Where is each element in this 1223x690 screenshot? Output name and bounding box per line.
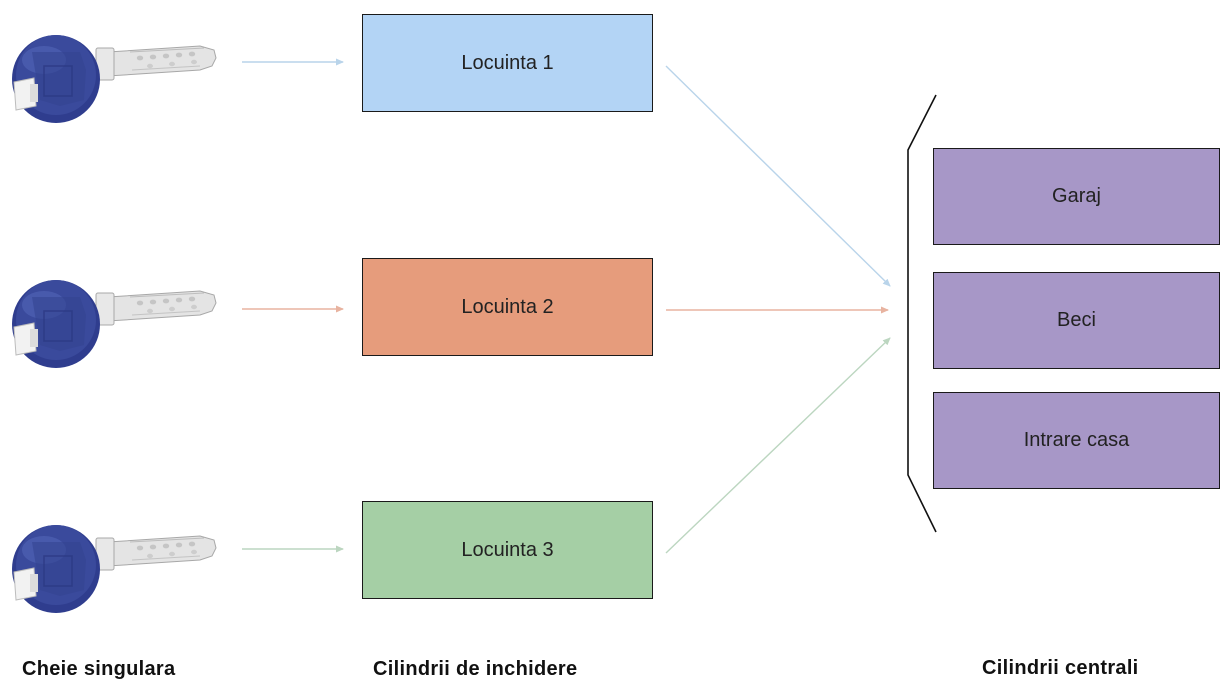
key-icon xyxy=(11,524,217,614)
lock-cylinder-label: Locuinta 3 xyxy=(461,538,554,561)
key-icon xyxy=(11,279,217,369)
central-cylinder-garaj: Garaj xyxy=(933,148,1220,245)
grouping-bracket xyxy=(907,94,937,533)
central-cylinder-label: Intrare casa xyxy=(1023,429,1130,451)
column-label-locks: Cilindrii de inchidere xyxy=(373,658,578,680)
central-cylinder-beci: Beci xyxy=(933,272,1220,369)
column-label-central: Cilindrii centrali xyxy=(982,657,1139,679)
lock-cylinder-locuinta-2: Locuinta 2 xyxy=(362,258,653,356)
arrow-locuinta-3-to-central xyxy=(665,337,891,554)
central-cylinder-label: Garaj xyxy=(1052,185,1101,207)
column-label-keys: Cheie singulara xyxy=(22,658,176,680)
arrow-locuinta-1-to-central xyxy=(665,65,891,287)
central-cylinder-intrare-casa: Intrare casa xyxy=(933,392,1220,489)
central-cylinder-label: Beci xyxy=(1057,309,1096,331)
lock-cylinder-locuinta-3: Locuinta 3 xyxy=(362,501,653,599)
lock-cylinder-locuinta-1: Locuinta 1 xyxy=(362,14,653,112)
key-icon xyxy=(11,34,217,124)
lock-cylinder-label: Locuinta 2 xyxy=(461,295,554,318)
lock-cylinder-label: Locuinta 1 xyxy=(461,51,554,74)
